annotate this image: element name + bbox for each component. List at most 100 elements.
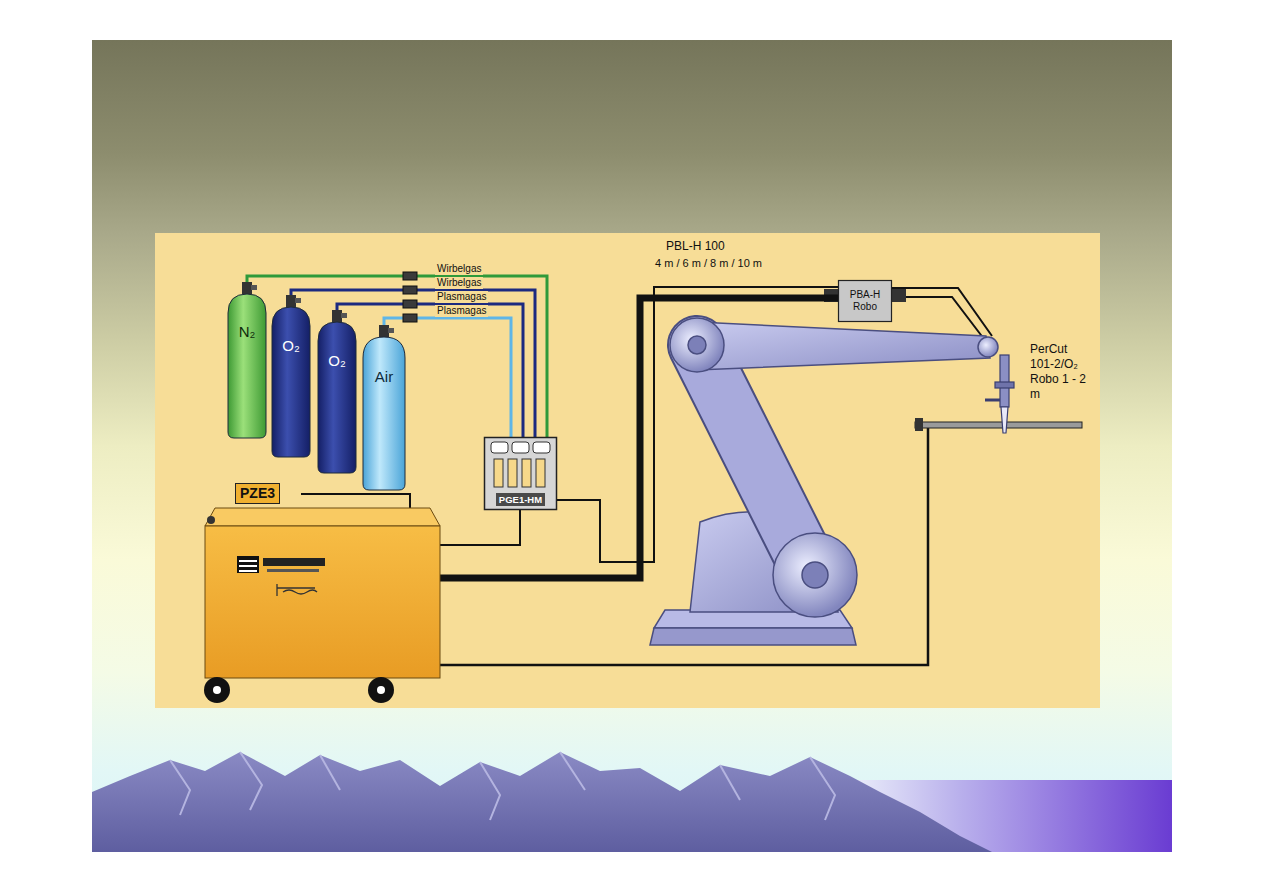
box-outline bbox=[839, 281, 892, 322]
cylinder-body bbox=[272, 307, 310, 457]
cabinet-top bbox=[205, 508, 440, 526]
gas-fitting bbox=[403, 314, 417, 322]
wheel-hub bbox=[377, 686, 385, 694]
robot bbox=[978, 337, 998, 357]
node-outline bbox=[318, 310, 356, 473]
workpiece bbox=[915, 422, 1082, 428]
handle bbox=[207, 516, 215, 524]
gas-fittings bbox=[403, 272, 417, 322]
air-cylinder: Air bbox=[363, 325, 405, 490]
logo-mark bbox=[267, 569, 319, 572]
gas-name: Air bbox=[375, 368, 393, 385]
cylinder-body bbox=[318, 322, 356, 473]
cylinder-valve bbox=[379, 325, 389, 338]
flow-gauge bbox=[533, 442, 550, 453]
valve-slot bbox=[522, 459, 531, 487]
mountain-range bbox=[92, 752, 992, 852]
node-outline bbox=[228, 282, 266, 438]
gas-line bbox=[557, 287, 838, 562]
cylinder-valve bbox=[286, 295, 296, 308]
nitrogen-cylinder: N₂ bbox=[228, 282, 266, 438]
wheel bbox=[368, 677, 394, 703]
robot bbox=[697, 345, 810, 570]
wheel bbox=[204, 677, 230, 703]
plasma-torch bbox=[985, 355, 1014, 433]
valve-outlet bbox=[388, 328, 394, 333]
plasma-torch bbox=[995, 382, 1014, 388]
gas-line bbox=[440, 298, 838, 578]
mountain-ridges bbox=[480, 762, 500, 820]
flow-gauge bbox=[491, 442, 508, 453]
plasma-torch bbox=[1000, 355, 1009, 407]
power-source: PZE3 bbox=[205, 483, 440, 685]
mountain-ridges bbox=[240, 752, 262, 810]
robot bbox=[688, 336, 706, 354]
gas-label: Wirbelgas bbox=[435, 277, 483, 289]
robot bbox=[697, 345, 810, 570]
plasma-torch bbox=[985, 399, 1000, 402]
valve-outlet bbox=[341, 313, 347, 318]
wheel-hub bbox=[213, 686, 221, 694]
valve-slot bbox=[508, 459, 517, 487]
hose-clamp bbox=[892, 289, 906, 302]
gas-label: Plasmagas bbox=[435, 305, 488, 317]
connection-box: PBA-H Robo bbox=[838, 280, 892, 322]
robot bbox=[670, 318, 724, 372]
mountain-ridges bbox=[720, 765, 740, 800]
hose-lengths: 4 m / 6 m / 8 m / 10 m bbox=[655, 256, 762, 270]
valve-slot bbox=[536, 459, 545, 487]
robot bbox=[650, 318, 998, 645]
gas-fitting bbox=[403, 286, 417, 294]
mountain-ridges bbox=[810, 757, 835, 820]
mountain-ridges bbox=[170, 760, 190, 815]
unit-name: PGE1-HM bbox=[496, 493, 545, 506]
unit-name: PBA-H Robo bbox=[845, 289, 885, 313]
cylinder-body bbox=[228, 294, 266, 438]
logo-mark bbox=[237, 556, 259, 573]
mountain-ridges bbox=[560, 752, 585, 790]
logo-stripe bbox=[239, 565, 257, 567]
torch-name: PerCut 101-2/O₂ Robo 1 - 2 m bbox=[1030, 342, 1090, 402]
valve-outlet bbox=[295, 298, 301, 303]
mountain-ridges bbox=[170, 752, 835, 820]
logo-mark bbox=[277, 584, 317, 596]
cylinder-body bbox=[363, 337, 405, 490]
console-case bbox=[485, 438, 557, 510]
hose-package-name: PBL-H 100 bbox=[666, 239, 725, 254]
mountain-ridges bbox=[320, 755, 340, 790]
node-outline bbox=[205, 483, 440, 685]
gas-fitting bbox=[403, 300, 417, 308]
oxygen-cylinder: O₂ bbox=[318, 310, 356, 473]
gas-console: PGE1-HM bbox=[484, 437, 557, 510]
logo-stripe bbox=[239, 560, 257, 562]
gas-label: Wirbelgas bbox=[435, 263, 483, 275]
ground-clamp bbox=[915, 418, 923, 431]
gas-name: O₂ bbox=[282, 337, 300, 354]
gas-line bbox=[440, 510, 520, 545]
robot bbox=[773, 533, 857, 617]
logo-stripe bbox=[239, 570, 257, 572]
flow-gauge bbox=[512, 442, 529, 453]
oxygen-cylinder: O₂ bbox=[272, 295, 310, 457]
cabinet-body bbox=[205, 526, 440, 678]
valve-outlet bbox=[251, 285, 257, 290]
robot bbox=[802, 562, 828, 588]
plasma-torch bbox=[1001, 407, 1008, 433]
cylinder-valve bbox=[242, 282, 252, 295]
gas-name: N₂ bbox=[239, 323, 256, 340]
unit-name: PZE3 bbox=[235, 483, 280, 504]
robot bbox=[697, 322, 990, 370]
node-outline bbox=[272, 295, 310, 457]
gas-fitting bbox=[403, 272, 417, 280]
cabinet bbox=[204, 494, 440, 703]
hose-lines bbox=[892, 288, 992, 339]
valve-slot bbox=[494, 459, 503, 487]
gas-label: Plasmagas bbox=[435, 291, 488, 303]
ground-cable bbox=[440, 428, 928, 665]
gas-name: O₂ bbox=[328, 352, 346, 369]
logo-mark bbox=[263, 558, 325, 566]
